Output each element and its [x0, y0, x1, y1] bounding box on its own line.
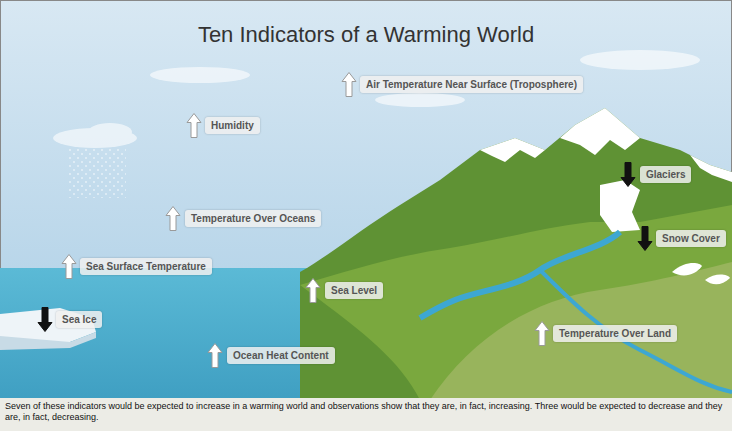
indicator-label: Snow Cover: [656, 230, 726, 247]
increase-arrow: [342, 73, 356, 97]
increase-arrow: [166, 207, 180, 231]
decrease-arrow: [638, 227, 652, 251]
decrease-arrow: [621, 163, 635, 187]
indicator-label: Ocean Heat Content: [227, 347, 335, 364]
decrease-arrow: [38, 308, 52, 332]
indicator-label: Temperature Over Land: [553, 325, 677, 342]
indicator-text: Sea Ice: [62, 313, 96, 326]
indicator-text: Humidity: [211, 119, 254, 132]
indicator-label: Air Temperature Near Surface (Tropospher…: [360, 76, 583, 93]
indicator-label: Sea Surface Temperature: [80, 258, 212, 275]
increase-arrow: [187, 114, 201, 138]
indicator-text: Sea Surface Temperature: [86, 260, 206, 273]
indicator-text: Snow Cover: [662, 232, 720, 245]
indicator-label: Sea Ice: [56, 311, 102, 328]
indicator-label: Sea Level: [325, 282, 383, 299]
indicator-text: Sea Level: [331, 284, 377, 297]
indicator-text: Ocean Heat Content: [233, 349, 329, 362]
caption-band: Seven of these indicators would be expec…: [0, 398, 732, 431]
indicator-text: Temperature Over Land: [559, 327, 671, 340]
indicator-label: Temperature Over Oceans: [185, 210, 321, 227]
diagram-title: Ten Indicators of a Warming World: [0, 22, 732, 48]
increase-arrow: [208, 344, 222, 368]
indicator-label: Humidity: [205, 117, 260, 134]
increase-arrow: [306, 279, 320, 303]
indicator-text: Air Temperature Near Surface (Tropospher…: [366, 78, 577, 91]
increase-arrow: [535, 322, 549, 346]
indicator-text: Glaciers: [646, 168, 685, 181]
increase-arrow: [62, 255, 76, 279]
indicator-label: Glaciers: [640, 166, 691, 183]
caption-text: Seven of these indicators would be expec…: [0, 398, 732, 422]
indicator-text: Temperature Over Oceans: [191, 212, 315, 225]
